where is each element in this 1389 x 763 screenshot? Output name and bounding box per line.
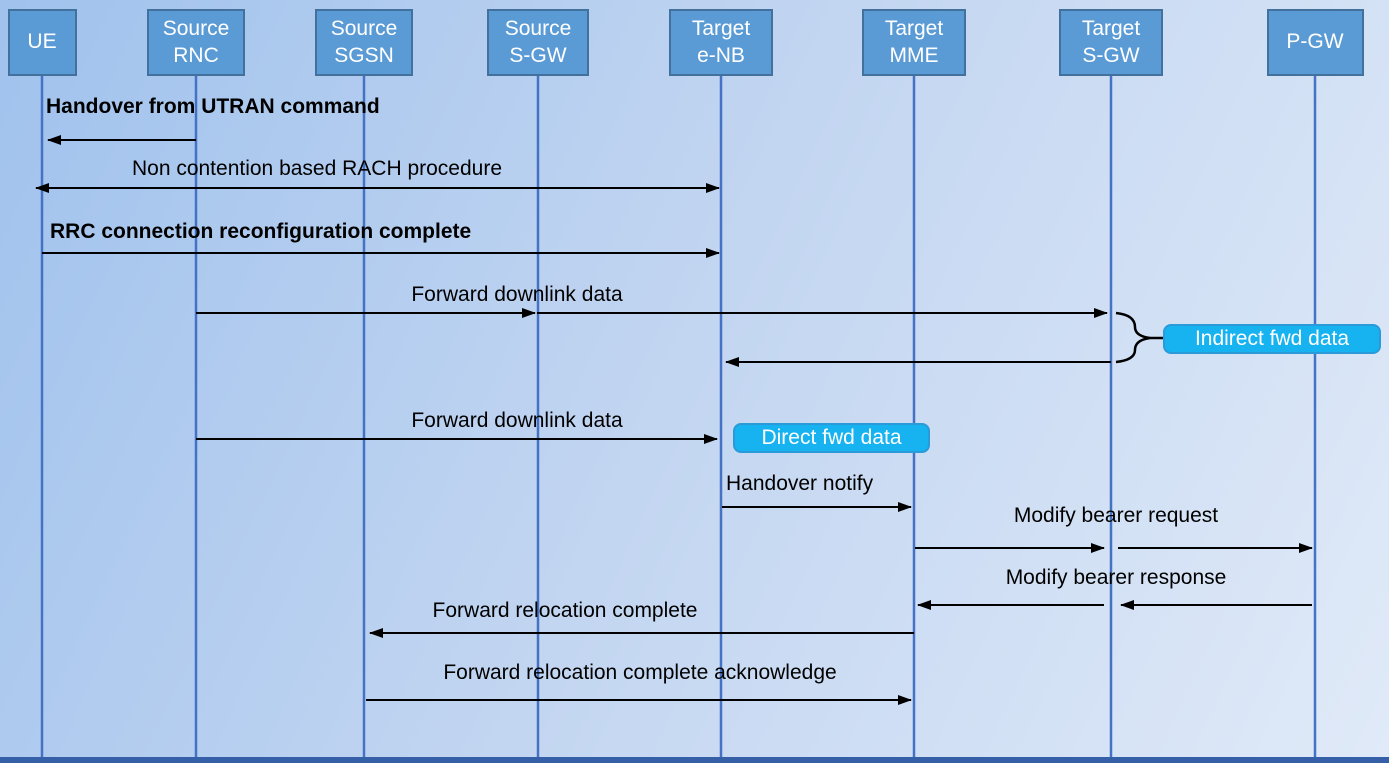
actor-box-pgw: P-GW bbox=[1266, 9, 1364, 76]
actor-label-line: SGSN bbox=[334, 43, 394, 67]
actor-label-line: S-GW bbox=[509, 43, 567, 67]
actor-label-line: Target bbox=[1081, 16, 1141, 40]
actor-label-line: S-GW bbox=[1082, 43, 1140, 67]
bottom-bar bbox=[0, 757, 1389, 763]
message-label: Non contention based RACH procedure bbox=[131, 157, 503, 180]
actor-label-line: Target bbox=[884, 16, 944, 40]
callout-direct-fwd-data: Direct fwd data bbox=[733, 423, 930, 453]
callout-indirect-fwd-data: Indirect fwd data bbox=[1163, 324, 1381, 354]
message-label: Forward relocation complete bbox=[432, 599, 698, 622]
actor-label-line: P-GW bbox=[1286, 30, 1344, 54]
message-label: Modify bearer response bbox=[1005, 566, 1227, 589]
message-label: Forward relocation complete acknowledge bbox=[443, 661, 837, 684]
actor-label-line: Source bbox=[162, 16, 230, 40]
message-label: Modify bearer request bbox=[1013, 504, 1219, 527]
message-label: RRC connection reconfiguration complete bbox=[50, 220, 472, 243]
actor-label-line: UE bbox=[27, 30, 57, 54]
actor-box-ue: UE bbox=[7, 9, 77, 76]
actor-box-target-enb: Target e-NB bbox=[669, 9, 773, 76]
actor-label-line: Source bbox=[330, 16, 398, 40]
actor-label-line: RNC bbox=[173, 43, 219, 67]
message-label: Handover notify bbox=[726, 472, 874, 495]
actor-label-line: Source bbox=[504, 16, 572, 40]
message-label: Handover from UTRAN command bbox=[46, 95, 380, 118]
actor-label-line: MME bbox=[889, 43, 939, 67]
actor-label-line: e-NB bbox=[697, 43, 745, 67]
message-label: Forward downlink data bbox=[411, 409, 623, 432]
right-brace-shape bbox=[1115, 311, 1151, 364]
actor-label-line: Target bbox=[691, 16, 751, 40]
message-label: Forward downlink data bbox=[411, 283, 623, 306]
